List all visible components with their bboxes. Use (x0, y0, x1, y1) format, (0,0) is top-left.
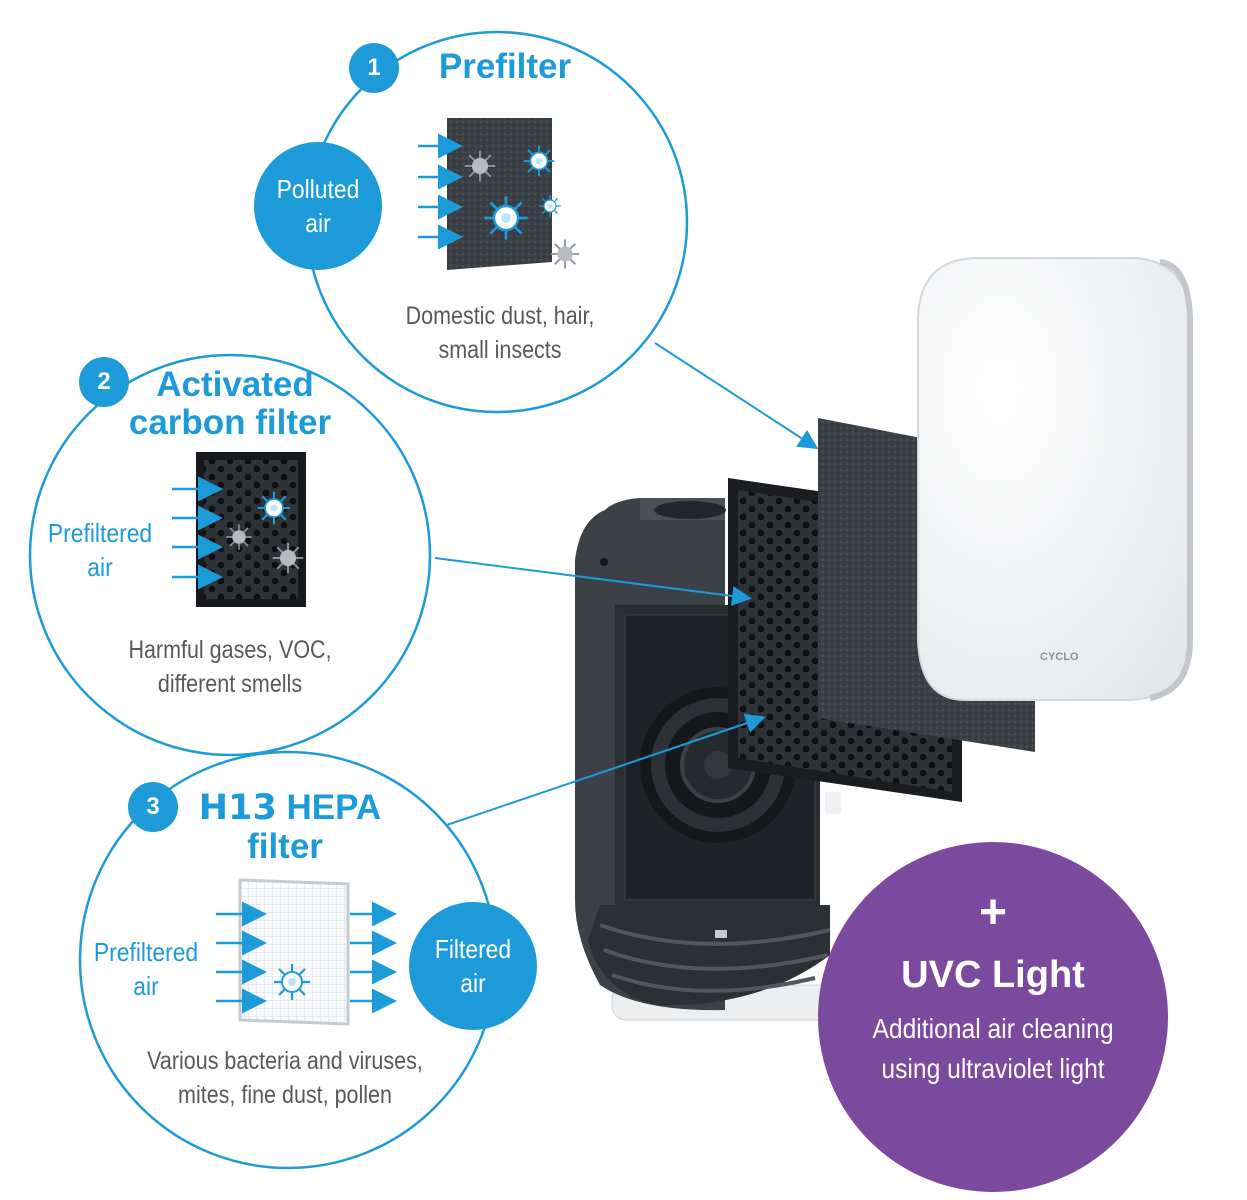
step-number-2: 2 (79, 357, 129, 407)
carbon-prefiltered-label-line2: air (87, 552, 113, 582)
carbon-filter-swatch (196, 452, 306, 607)
hepa-grade: H13 (198, 788, 277, 828)
hepa-title-word: HEPA (286, 788, 382, 827)
carbon-filter-title-line2: carbon filter (128, 403, 332, 442)
carbon-filter-title-line1: Activated (156, 365, 314, 404)
prefilter-description-line1: Domestic dust, hair, (405, 302, 595, 330)
polluted-air-label-line2: air (305, 208, 331, 238)
brand-logo: CYCLO (1040, 651, 1079, 663)
carbon-filter-callout (28, 353, 432, 757)
prefilter-arrows (418, 133, 463, 250)
uvc-description-line2: using ultraviolet light (881, 1053, 1105, 1084)
carbon-filter-arrows (172, 476, 223, 590)
hepa-filter-callout (78, 750, 537, 1170)
hepa-filter-title-line1: H13 HEPA (190, 788, 390, 828)
prefilter-callout (254, 30, 689, 414)
hepa-input-arrows (216, 901, 267, 1014)
hepa-filter-swatch (238, 878, 350, 1026)
step-number-3: 3 (128, 782, 178, 832)
uvc-title: UVC Light (901, 954, 1085, 996)
hepa-filter-title-line2: filter (247, 827, 323, 866)
polluted-air-label-line1: Polluted (276, 174, 360, 204)
carbon-prefiltered-label-line1: Prefiltered (47, 518, 153, 548)
filtered-air-bubble (409, 902, 537, 1030)
prefilter-swatch (447, 118, 581, 270)
hepa-prefiltered-label-line1: Prefiltered (93, 937, 199, 967)
hepa-output-arrows (350, 901, 397, 1014)
carbon-filter-description-line2: different smells (157, 670, 303, 698)
leader-lines (434, 342, 819, 830)
carbon-filter-description-line1: Harmful gases, VOC, (128, 636, 332, 664)
hepa-filter-description-line2: mites, fine dust, pollen (178, 1081, 392, 1109)
uvc-callout (818, 842, 1168, 1192)
prefilter-title: Prefilter (438, 47, 572, 86)
hepa-prefiltered-label-line2: air (133, 971, 159, 1001)
prefilter-description-line2: small insects (438, 336, 562, 364)
hepa-filter-description-line1: Various bacteria and viruses, (147, 1047, 423, 1075)
uvc-plus-sign: + (978, 886, 1008, 939)
step-number-1: 1 (349, 43, 399, 93)
uvc-description-line1: Additional air cleaning (872, 1013, 1114, 1044)
polluted-air-bubble (254, 142, 382, 270)
front-cover: CYCLO (917, 257, 1193, 701)
filtered-air-label-line2: air (460, 968, 486, 998)
filtered-air-label-line1: Filtered (434, 934, 512, 964)
